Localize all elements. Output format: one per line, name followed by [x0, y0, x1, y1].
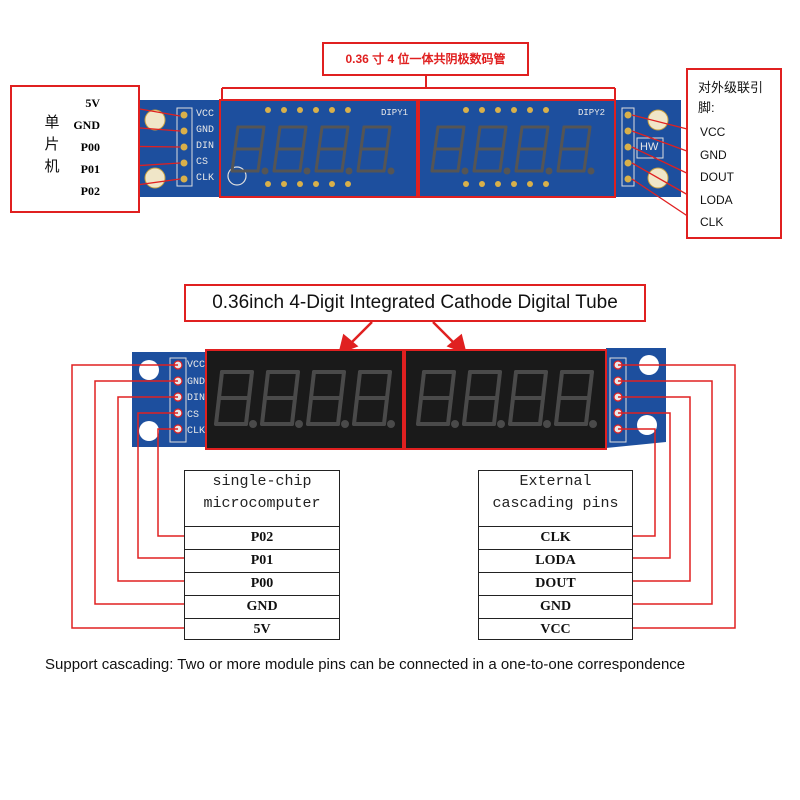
cascade-pin: LODA: [700, 192, 733, 207]
bottom-board-pin: DIN: [187, 393, 206, 404]
bottom-diagram: [71, 321, 736, 629]
top-board-pin: CS: [196, 157, 209, 168]
mcu-pin-box: [10, 85, 140, 213]
cascade-pin-list: VCC GND DOUT LODA CLK: [700, 121, 734, 234]
cascade-table-row: GND: [479, 595, 632, 618]
top-seven-segment-digit: [430, 125, 469, 175]
cascading-note: Support cascading: Two or more module pi…: [45, 656, 686, 673]
bottom-board-pin-labels: VCC GND DIN CS CLK: [187, 358, 205, 441]
dipy2-label: DIPY2: [578, 108, 606, 118]
mcu-pin: GND: [73, 118, 100, 132]
mcu-pin: P02: [80, 184, 100, 198]
mcu-group-char: 单: [44, 115, 60, 131]
top-seven-segment-digit: [272, 125, 311, 175]
hw-label: HW: [640, 141, 659, 153]
bottom-seven-segment-digit: [462, 370, 505, 428]
mcu-table-row: P02: [185, 526, 339, 549]
mcu-pin: P00: [80, 140, 100, 154]
top-board-pin: VCC: [196, 109, 215, 120]
mcu-pin-list: 5V GND P00 P01 P02: [70, 92, 100, 202]
left-wires: [71, 364, 184, 629]
top-caption-box: 0.36 寸 4 位一体共阴极数码管: [322, 42, 529, 76]
bottom-title: 0.36inch 4-Digit Integrated Cathode Digi…: [212, 292, 618, 313]
cascade-table: External cascading pins CLK LODA DOUT GN…: [478, 470, 633, 640]
top-seven-segment-digit: [230, 125, 269, 175]
top-board-pin: CLK: [196, 173, 215, 184]
mcu-table-row: P01: [185, 549, 339, 572]
cascade-table-row: DOUT: [479, 572, 632, 595]
bottom-seven-segment-digit: [306, 370, 349, 428]
top-seven-segment-digit: [556, 125, 595, 175]
top-seven-segment-digit: [314, 125, 353, 175]
mcu-table-row: GND: [185, 595, 339, 618]
cascade-table-row: VCC: [479, 618, 632, 641]
cascade-pin: VCC: [700, 125, 726, 139]
mcu-table-header: single-chip microcomputer: [203, 473, 321, 512]
cascade-table-row: CLK: [479, 526, 632, 549]
bottom-seven-segment-digit: [214, 370, 257, 428]
top-diagram: [98, 76, 696, 222]
mcu-table: single-chip microcomputer P02 P01 P00 GN…: [184, 470, 340, 640]
top-board-pin: DIN: [196, 141, 215, 152]
cascade-table-header: External cascading pins: [492, 473, 619, 512]
dipy1-label: DIPY1: [381, 108, 409, 118]
bottom-board-pin: GND: [187, 376, 206, 388]
cascade-pin: CLK: [700, 215, 724, 229]
right-wires: [618, 364, 736, 629]
mcu-pin: P01: [80, 162, 100, 176]
mcu-group-char: 机: [44, 159, 60, 175]
top-board-pin: GND: [196, 125, 215, 136]
mcu-group-char: 片: [44, 137, 60, 153]
cascade-pin: DOUT: [700, 170, 734, 184]
bottom-seven-segment-digit: [260, 370, 303, 428]
top-board-pin-labels: VCC GND DIN CS CLK: [196, 107, 214, 187]
top-seven-segment-digit: [356, 125, 395, 175]
top-seven-segment-digit: [472, 125, 511, 175]
bottom-seven-segment-digit: [416, 370, 459, 428]
mcu-pin: 5V: [85, 96, 100, 110]
cascade-pin: GND: [700, 147, 727, 162]
top-caption: 0.36 寸 4 位一体共阴极数码管: [345, 52, 506, 66]
mcu-table-row: 5V: [185, 618, 339, 641]
bottom-board-pin: CS: [187, 409, 200, 421]
bottom-seven-segment-digit: [554, 370, 597, 428]
mcu-table-row: P00: [185, 572, 339, 595]
top-pads: [265, 107, 549, 187]
bottom-seven-segment-digit: [352, 370, 395, 428]
bottom-title-box: 0.36inch 4-Digit Integrated Cathode Digi…: [184, 284, 646, 322]
top-pcb: [136, 100, 681, 197]
cascade-group-label: 对外级联引脚:: [698, 80, 764, 115]
bottom-board-pin: VCC: [187, 360, 206, 371]
mcu-group-label: 单 片 机: [40, 112, 64, 178]
cascade-pin-box: [686, 68, 782, 239]
bottom-seven-segment-digit: [508, 370, 551, 428]
top-seven-segment-digit: [514, 125, 553, 175]
cascade-table-row: LODA: [479, 549, 632, 572]
bottom-board-pin: CLK: [187, 426, 206, 437]
